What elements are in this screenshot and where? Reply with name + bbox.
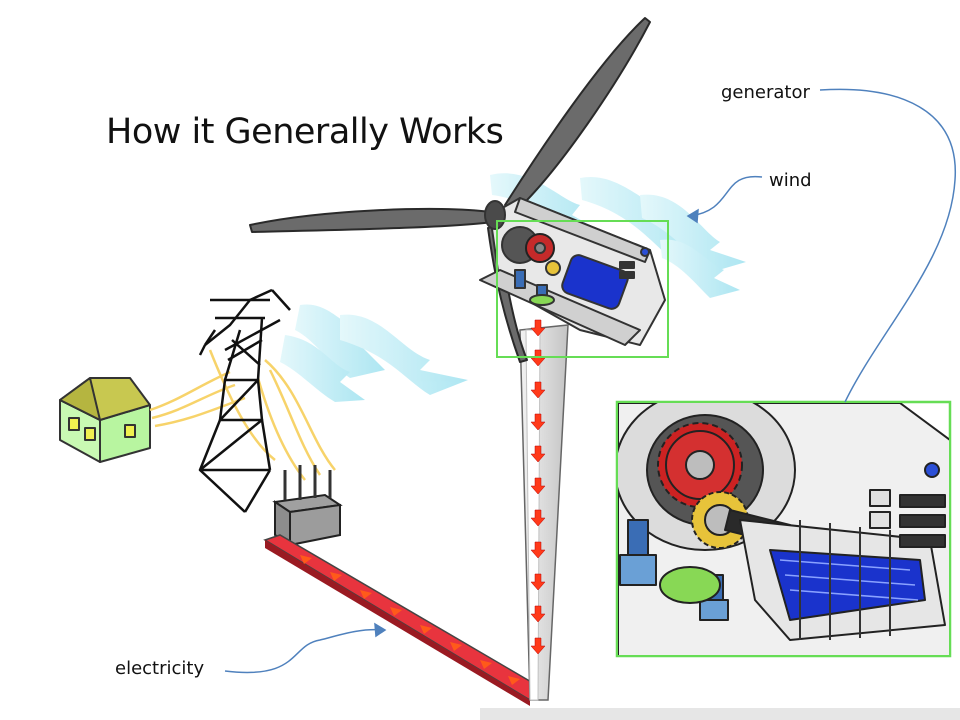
floor-shadow bbox=[480, 708, 960, 720]
electricity-leader-line bbox=[224, 628, 384, 674]
house bbox=[59, 377, 151, 463]
cable-current-arrows bbox=[300, 555, 520, 685]
slide-title: How it Generally Works bbox=[106, 112, 504, 152]
nacelle-highlight-box bbox=[496, 220, 669, 358]
transformer bbox=[272, 465, 343, 547]
leader-lines bbox=[224, 88, 956, 674]
generator-zoom-inset bbox=[615, 400, 952, 658]
nacelle bbox=[479, 197, 666, 346]
wind-label: wind bbox=[769, 170, 812, 191]
power-pylon bbox=[198, 288, 291, 513]
wind-streams bbox=[280, 173, 746, 402]
generator-leader-line bbox=[819, 88, 956, 403]
generator-label: generator bbox=[721, 82, 810, 103]
turbine-tower bbox=[519, 324, 569, 701]
red-gear bbox=[657, 422, 743, 508]
electricity-arrow-head bbox=[374, 622, 387, 638]
wind-arrow-head bbox=[686, 208, 699, 224]
wind-leader-line bbox=[689, 175, 763, 217]
electricity-label: electricity bbox=[115, 658, 205, 679]
turbine-blades bbox=[249, 17, 651, 363]
